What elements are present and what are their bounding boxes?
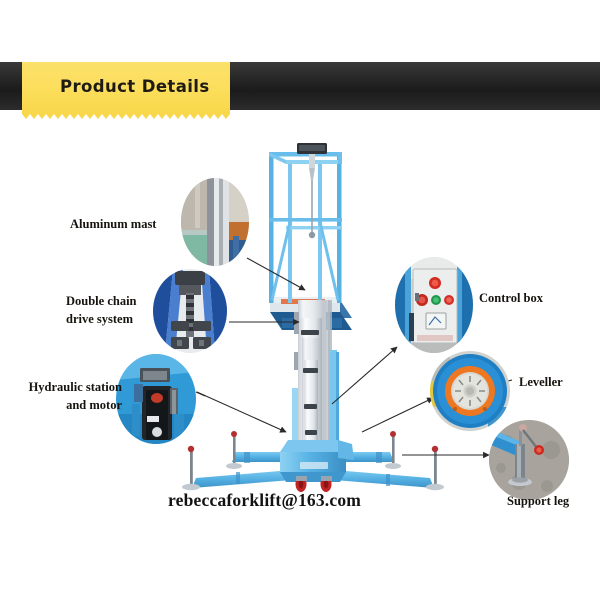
label-leveller: Leveller [519, 373, 563, 391]
base-chassis [182, 431, 444, 492]
support-jack-front-left [182, 445, 200, 491]
label-support-leg: Support leg [507, 492, 569, 510]
callout-photo-double-chain-drive [153, 269, 227, 353]
telescoping-mast [292, 300, 339, 454]
support-jack-front-right [426, 445, 444, 491]
callout-photo-hydraulic-station [116, 354, 196, 444]
label-aluminum-mast-line-1: Aluminum mast [70, 217, 157, 231]
callout-photo-control-box [395, 257, 473, 353]
support-jack-rear-right [385, 431, 401, 469]
label-support-leg-line-1: Support leg [507, 494, 570, 508]
header-tab-zigzag [22, 113, 230, 119]
header-tab [22, 62, 230, 114]
callout-photo-leveller [430, 351, 510, 431]
label-hydraulic-line-2: and motor [66, 398, 122, 413]
page-title: Product Details [60, 77, 210, 96]
label-double-chain-line-1: Double chain [66, 294, 137, 308]
label-aluminum-mast: Aluminum mast [70, 215, 156, 233]
label-hydraulic-station-and-motor: Hydraulic station and motor [6, 378, 122, 414]
label-leveller-line-1: Leveller [519, 375, 563, 389]
label-double-chain-drive-system: Double chain drive system [66, 292, 137, 328]
email-watermark: rebeccaforklift@163.com [168, 490, 362, 510]
label-double-chain-line-2: drive system [66, 312, 133, 327]
label-control-box-line-1: Control box [479, 291, 544, 305]
support-jack-rear-left [226, 431, 242, 469]
label-hydraulic-line-1: Hydraulic station [28, 380, 122, 394]
label-control-box: Control box [479, 289, 543, 307]
callout-photo-aluminum-mast [181, 178, 249, 266]
callout-photo-support-leg [489, 420, 569, 500]
